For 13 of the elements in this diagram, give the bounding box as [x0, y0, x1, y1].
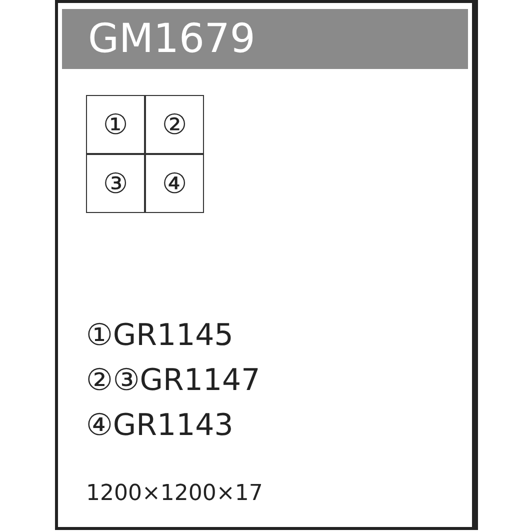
- cell-number: ①: [102, 108, 128, 141]
- cell-number: ④: [162, 167, 188, 200]
- title-bar: GM1679: [62, 9, 468, 69]
- grid-cell: [145, 154, 204, 213]
- part-code: ②③GR1147: [86, 363, 260, 398]
- cell-number: ②: [162, 108, 188, 141]
- grid-cell: [86, 154, 145, 213]
- cell-number: ③: [102, 167, 128, 200]
- dimension-text: 1200×1200×17: [86, 481, 263, 506]
- grid-cell: [145, 95, 204, 154]
- part-code: ④GR1143: [86, 408, 234, 443]
- grid-cell: [86, 95, 145, 154]
- part-code: ①GR1145: [86, 318, 234, 353]
